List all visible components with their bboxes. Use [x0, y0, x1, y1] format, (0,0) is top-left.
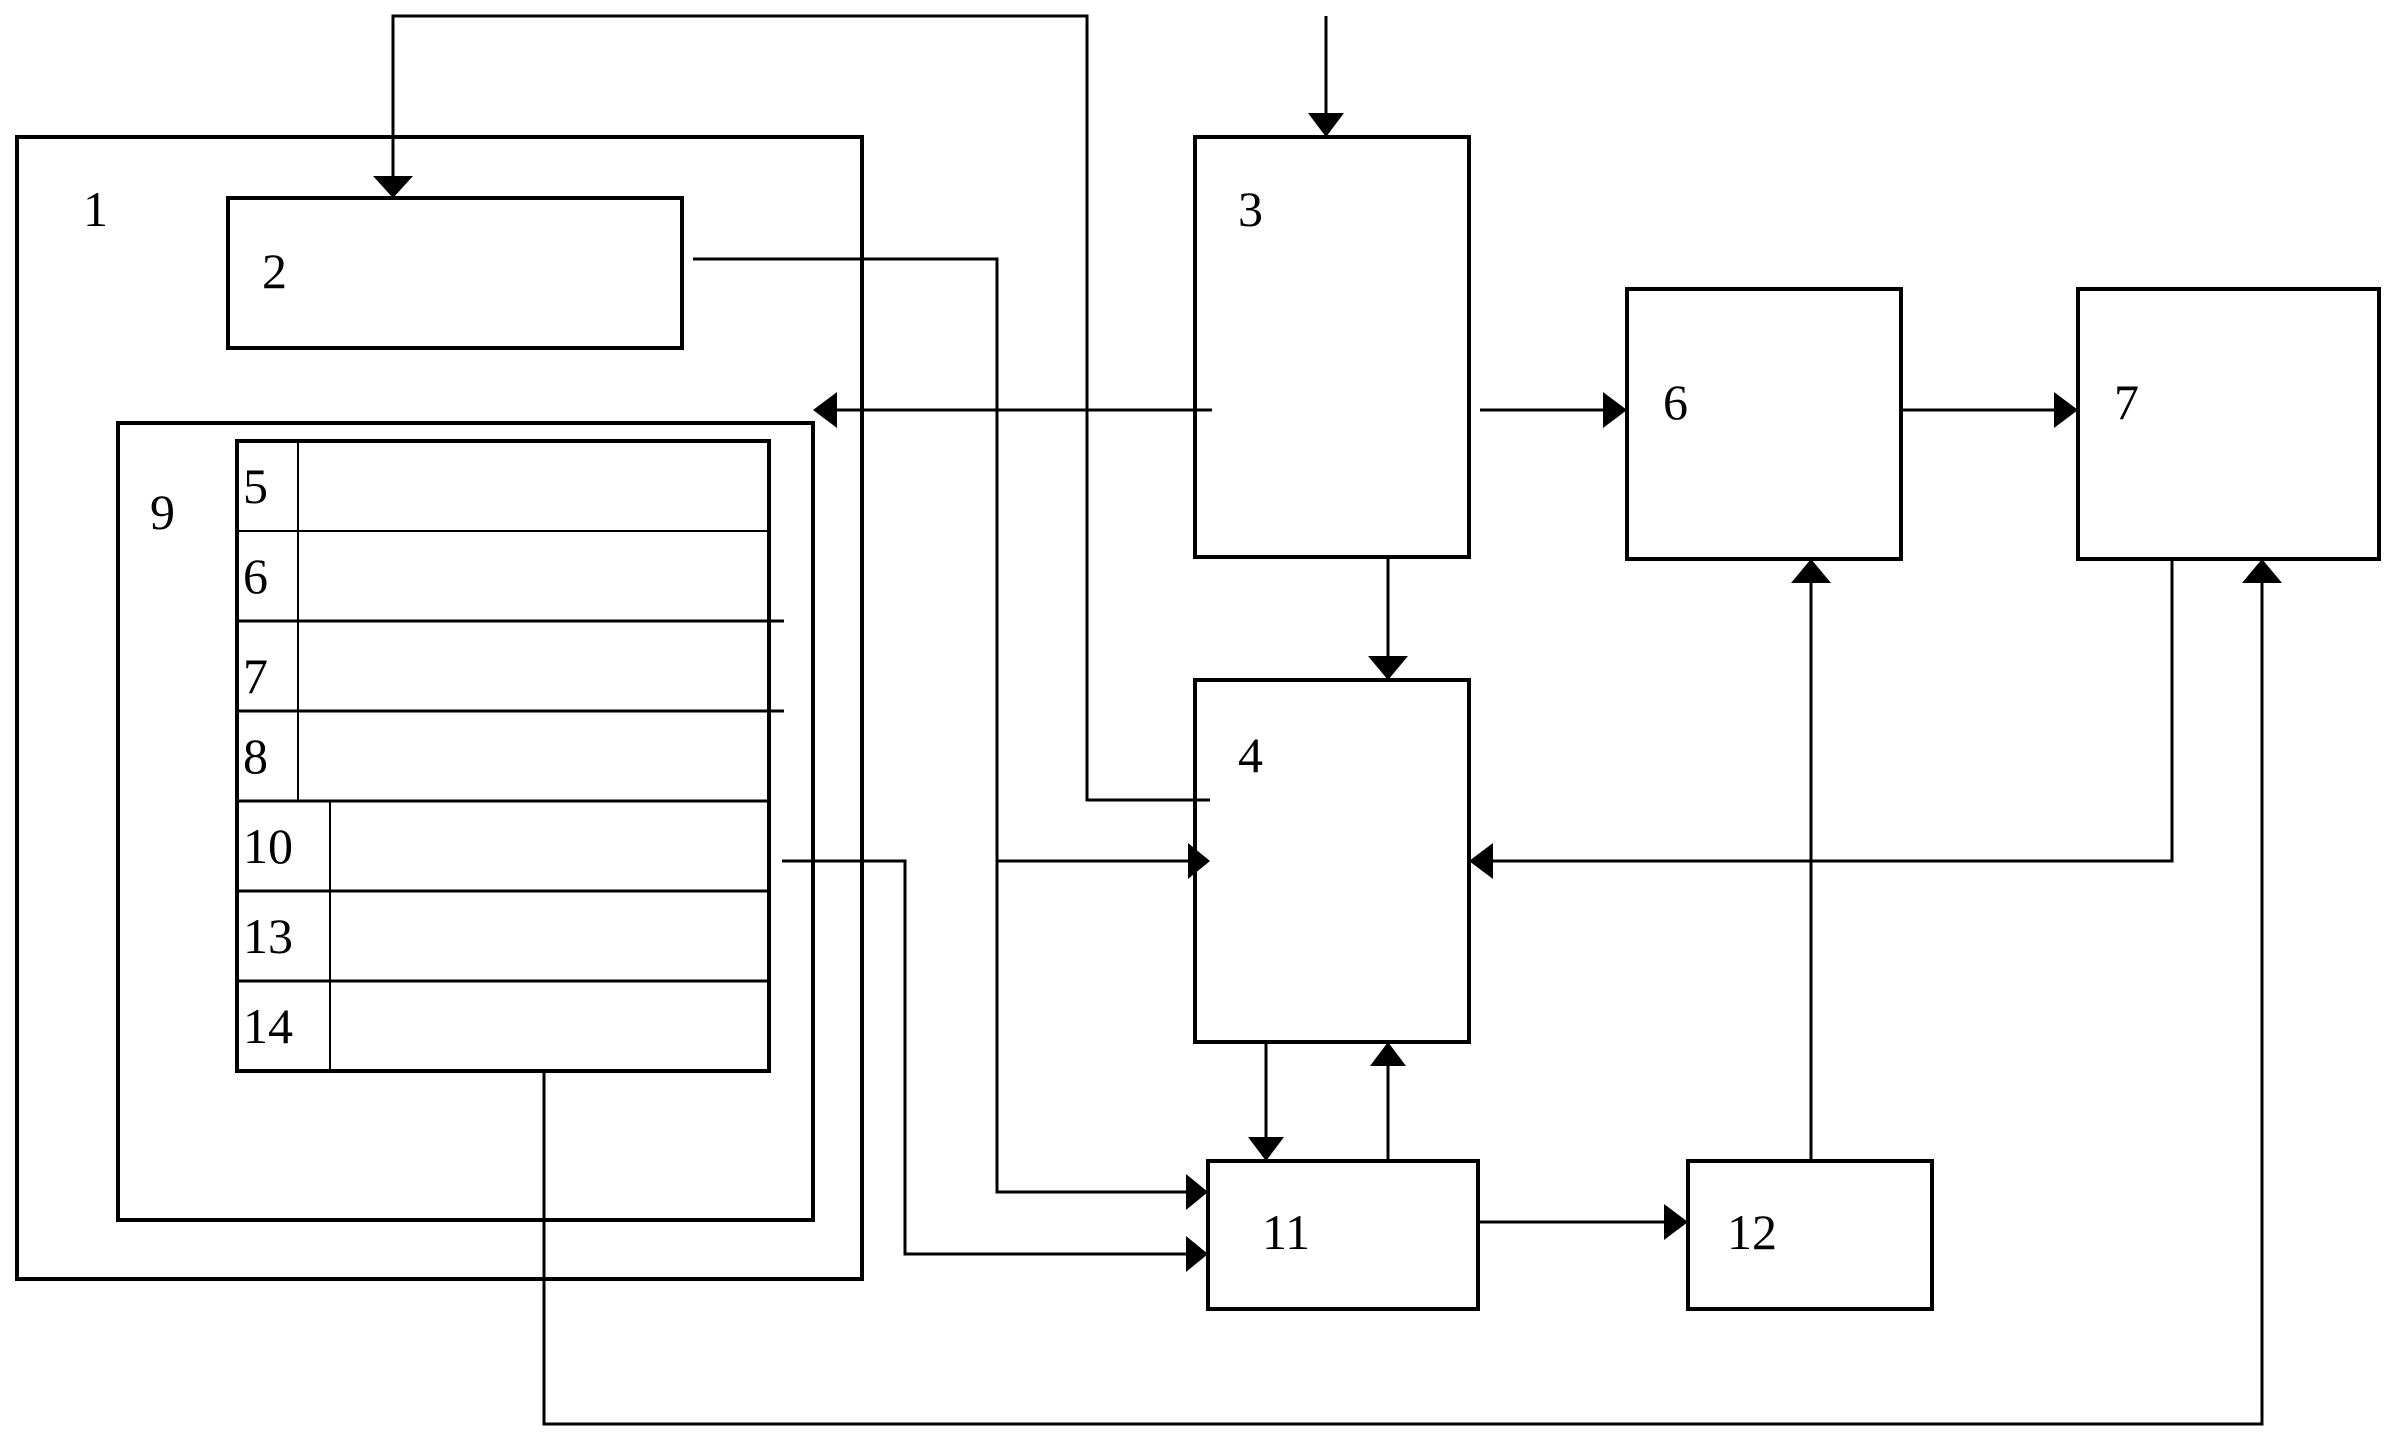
connector-3-to-6: [1480, 392, 1627, 428]
block-6-label: 6: [1663, 374, 1688, 430]
block-6: 6: [1627, 289, 1901, 559]
connector-7-to-4: [1469, 559, 2172, 879]
connector-11-to-4: [1370, 1042, 1406, 1161]
block-3-label: 3: [1238, 181, 1263, 237]
table-row-label: 7: [243, 648, 268, 704]
table-row-label: 13: [243, 908, 293, 964]
arrowhead: [1248, 1137, 1284, 1161]
connector-3-to-4: [1368, 557, 1408, 680]
connector-10-to-11: [782, 861, 1208, 1272]
block-2-label: 2: [262, 243, 287, 299]
connector-14-to-7: [544, 559, 2282, 1424]
block-7-label: 7: [2114, 374, 2139, 430]
arrowhead: [1603, 392, 1627, 428]
block-9: 9: [118, 423, 813, 1220]
arrowhead: [1469, 843, 1493, 879]
connector-4-to-2: [373, 16, 1210, 800]
block-12-label: 12: [1727, 1204, 1777, 1260]
arrowhead: [1308, 113, 1344, 137]
connector-3-to-9: [813, 392, 1212, 428]
arrowhead: [1368, 656, 1408, 680]
table-row-label: 14: [243, 998, 293, 1054]
table-row-label: 10: [243, 818, 293, 874]
arrowhead: [1186, 1236, 1208, 1272]
table-row-label: 6: [243, 548, 268, 604]
block-4: 4: [1195, 680, 1469, 1042]
arrowhead: [1791, 559, 1831, 583]
arrowhead: [1370, 1042, 1406, 1066]
module-table: 5 6 7 8 10 13 14: [237, 441, 784, 1071]
block-7: 7: [2078, 289, 2379, 559]
arrowhead: [1188, 843, 1210, 879]
block-12: 12: [1688, 1161, 1932, 1309]
connector-11-to-12: [1478, 1204, 1688, 1240]
block-4-label: 4: [1238, 727, 1263, 783]
arrowhead: [1186, 1174, 1208, 1210]
arrowhead: [373, 176, 413, 198]
block-1: 1: [17, 137, 862, 1279]
arrowhead: [2242, 559, 2282, 583]
arrowhead: [813, 392, 837, 428]
table-row-label: 5: [243, 458, 268, 514]
connector-4-to-11: [1248, 1042, 1284, 1161]
block-2: 2: [228, 198, 682, 348]
connector-6-to-7: [1902, 392, 2078, 428]
arrowhead: [2054, 392, 2078, 428]
block-3: 3: [1195, 137, 1469, 557]
block-1-label: 1: [83, 181, 108, 237]
table-row-label: 8: [243, 728, 268, 784]
block-11-label: 11: [1262, 1204, 1310, 1260]
arrowhead: [1664, 1204, 1688, 1240]
block-11: 11: [1208, 1161, 1478, 1309]
connector-input-to-3: [1308, 16, 1344, 137]
block-9-label: 9: [150, 484, 175, 540]
connector-2-to-4: [997, 843, 1210, 879]
